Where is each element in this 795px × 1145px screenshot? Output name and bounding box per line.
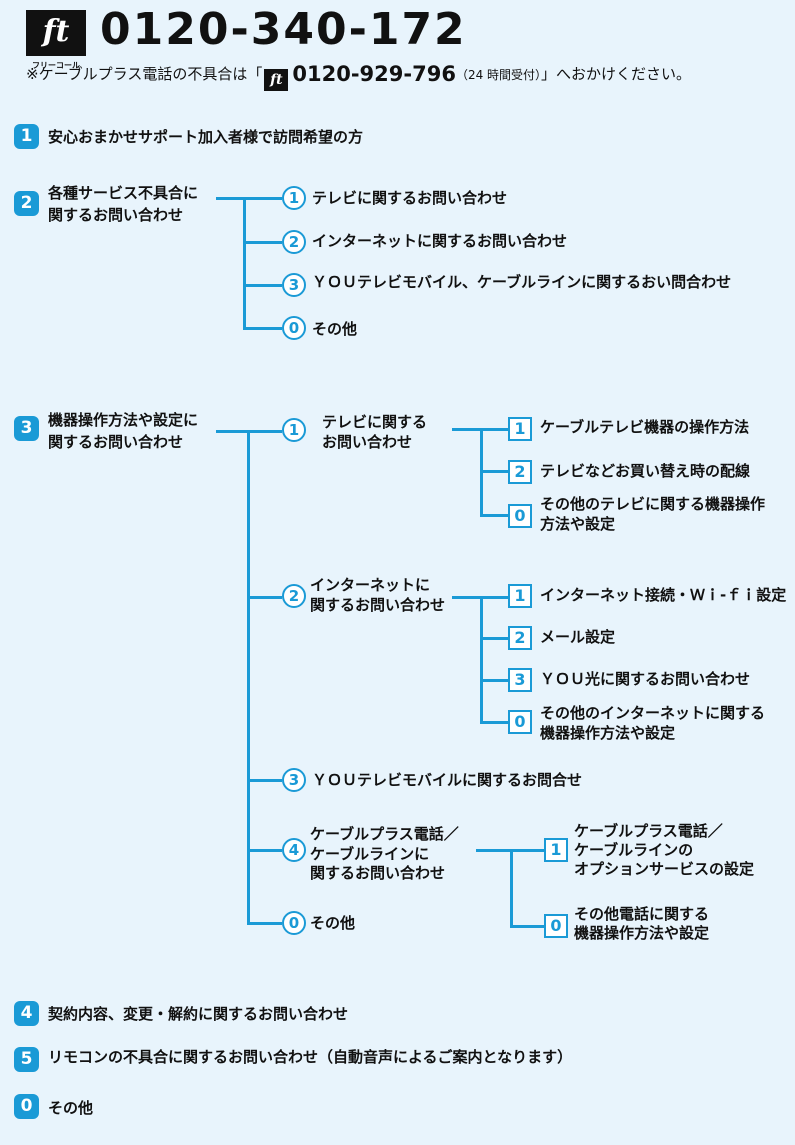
menu-3-net-sub-0-key[interactable]: 0 [508, 710, 532, 734]
menu-3-net-label-line2[interactable]: 関するお問い合わせ [310, 596, 446, 614]
menu-4-badge[interactable]: 4 [14, 1001, 39, 1026]
connector [480, 721, 508, 724]
menu-3-net-sub-2-key[interactable]: 2 [508, 626, 532, 650]
menu-3-tv-sub-0-label-line1[interactable]: その他のテレビに関する機器操作 [540, 495, 766, 513]
phone-note-prefix: ※ケーブルプラス電話の不具合は「 [26, 65, 263, 83]
menu-3-label-line2[interactable]: 関するお問い合わせ [48, 433, 184, 451]
menu-2-label-line1[interactable]: 各種サービス不具合に [48, 184, 199, 202]
freecall-logo-label: フリーコール [32, 61, 80, 70]
connector [243, 197, 246, 330]
connector [243, 241, 282, 244]
menu-3-phone-label-line2[interactable]: ケーブルラインに [310, 845, 430, 863]
menu-3-net-sub-1-label[interactable]: インターネット接続・Ｗｉ-ｆｉ設定 [540, 586, 787, 604]
menu-3-phone-sub-1-key[interactable]: 1 [544, 838, 568, 862]
menu-2-sub-0-label[interactable]: その他 [312, 320, 358, 338]
menu-3-net-key[interactable]: 2 [282, 584, 306, 608]
menu-3-phone-sub-1-label-line1[interactable]: ケーブルプラス電話／ [574, 822, 723, 840]
sub-phone-number[interactable]: 0120-929-796 [292, 62, 456, 86]
menu-3-net-sub-3-label[interactable]: ＹＯＵ光に関するお問い合わせ [540, 670, 751, 688]
menu-3-phone-label-line3[interactable]: 関するお問い合わせ [310, 864, 446, 882]
menu-3-other-key[interactable]: 0 [282, 911, 306, 935]
menu-3-tv-sub-1-label[interactable]: ケーブルテレビ機器の操作方法 [540, 418, 750, 436]
freecall-small-logo: ft [264, 69, 289, 91]
connector [247, 596, 282, 599]
connector [247, 779, 282, 782]
menu-3-net-sub-0-label-line2[interactable]: 機器操作方法や設定 [540, 724, 676, 742]
freecall-logo-mark: ft [42, 14, 70, 49]
connector [480, 470, 508, 473]
menu-0-badge[interactable]: 0 [14, 1094, 39, 1119]
menu-3-mobile-label[interactable]: ＹＯＵテレビモバイルに関するお問合せ [312, 771, 583, 789]
menu-3-net-label-line1[interactable]: インターネットに [310, 576, 431, 594]
menu-2-sub-2-key[interactable]: 2 [282, 230, 306, 254]
menu-2-badge[interactable]: 2 [14, 191, 39, 216]
menu-5-label[interactable]: リモコンの不具合に関するお問い合わせ（自動音声によるご案内となります） [48, 1048, 573, 1066]
menu-1-label[interactable]: 安心おまかせサポート加入者様で訪問希望の方 [48, 128, 364, 146]
connector [510, 925, 544, 928]
menu-3-net-sub-2-label[interactable]: メール設定 [540, 628, 616, 646]
connector [243, 284, 282, 287]
menu-3-tv-sub-2-label[interactable]: テレビなどお買い替え時の配線 [540, 462, 751, 480]
menu-3-phone-sub-1-label-line2[interactable]: ケーブルラインの [574, 841, 694, 859]
menu-2-sub-0-key[interactable]: 0 [282, 316, 306, 340]
menu-3-label-line1[interactable]: 機器操作方法や設定に [48, 411, 199, 429]
menu-3-tv-sub-0-key[interactable]: 0 [508, 504, 532, 528]
menu-3-phone-sub-0-label-line1[interactable]: その他電話に関する [574, 905, 710, 923]
phone-note-hours: （24 時間受付） [455, 68, 542, 82]
menu-3-phone-sub-1-label-line3[interactable]: オプションサービスの設定 [574, 860, 755, 878]
connector [216, 197, 282, 200]
connector [247, 430, 250, 924]
menu-0-label[interactable]: その他 [48, 1099, 94, 1117]
phone-note: ※ケーブルプラス電話の不具合は「 ft 0120-929-796（24 時間受付）」… [26, 62, 691, 91]
connector [480, 596, 483, 723]
menu-3-tv-sub-0-label-line2[interactable]: 方法や設定 [540, 515, 616, 533]
menu-2-sub-3-label[interactable]: ＹＯＵテレビモバイル、ケーブルラインに関するおい問合わせ [312, 273, 732, 291]
menu-3-net-sub-0-label-line1[interactable]: その他のインターネットに関する [540, 704, 766, 722]
menu-3-phone-label-line1[interactable]: ケーブルプラス電話／ [310, 825, 459, 843]
menu-4-label[interactable]: 契約内容、変更・解約に関するお問い合わせ [48, 1005, 349, 1023]
menu-3-tv-sub-2-key[interactable]: 2 [508, 460, 532, 484]
menu-3-phone-sub-0-key[interactable]: 0 [544, 914, 568, 938]
menu-3-tv-label-line1[interactable]: テレビに関する [322, 413, 428, 431]
menu-3-net-sub-3-key[interactable]: 3 [508, 668, 532, 692]
connector [480, 679, 508, 682]
connector [480, 637, 508, 640]
connector [480, 514, 508, 517]
menu-3-tv-key[interactable]: 1 [282, 418, 306, 442]
menu-3-tv-label-line2[interactable]: お問い合わせ [322, 433, 413, 451]
menu-5-badge[interactable]: 5 [14, 1047, 39, 1072]
menu-2-sub-1-key[interactable]: 1 [282, 186, 306, 210]
connector [247, 849, 282, 852]
phone-note-suffix: 」へおかけください。 [541, 65, 692, 83]
menu-3-net-sub-1-key[interactable]: 1 [508, 584, 532, 608]
menu-2-label-line2[interactable]: 関するお問い合わせ [48, 206, 184, 224]
menu-2-sub-1-label[interactable]: テレビに関するお問い合わせ [312, 189, 508, 207]
freecall-small-logo-mark: ft [270, 72, 283, 88]
menu-3-other-label[interactable]: その他 [310, 914, 356, 932]
freecall-logo: ft フリーコール [26, 10, 86, 70]
main-phone-number[interactable]: 0120-340-172 [100, 4, 467, 55]
menu-3-phone-sub-0-label-line2[interactable]: 機器操作方法や設定 [574, 924, 710, 942]
menu-2-sub-3-key[interactable]: 3 [282, 273, 306, 297]
menu-3-badge[interactable]: 3 [14, 416, 39, 441]
menu-1-badge[interactable]: 1 [14, 124, 39, 149]
connector [510, 849, 513, 927]
menu-3-mobile-key[interactable]: 3 [282, 768, 306, 792]
menu-2-sub-2-label[interactable]: インターネットに関するお問い合わせ [312, 232, 568, 250]
connector [243, 327, 282, 330]
menu-3-phone-key[interactable]: 4 [282, 838, 306, 862]
menu-3-tv-sub-1-key[interactable]: 1 [508, 417, 532, 441]
connector [247, 922, 282, 925]
